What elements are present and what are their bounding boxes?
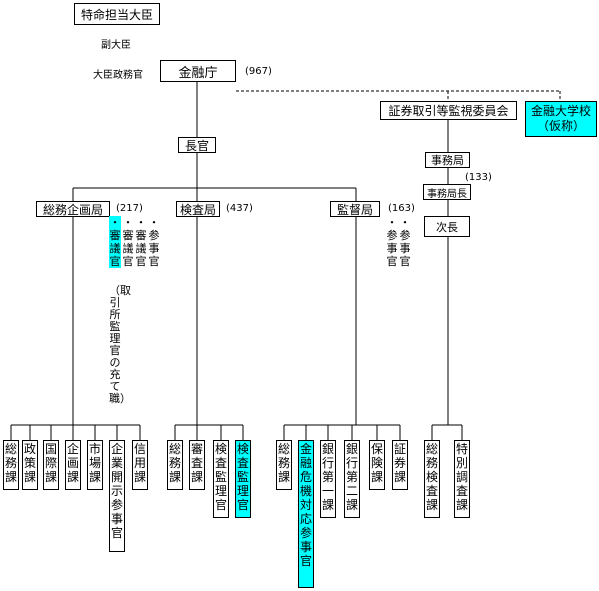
insurance-division: 保険課 — [369, 440, 385, 490]
vice-minister-box: 副大臣 — [88, 33, 144, 53]
secretariat-label: 事務局 — [431, 154, 464, 167]
deputy-secretary-label: 次長 — [436, 220, 458, 234]
supervisory-bureau-staff-count: (163) — [388, 203, 415, 214]
supervisory-councillor-1: ・参事官 — [386, 216, 398, 268]
inspection-bureau-staff-count: (437) — [226, 203, 253, 214]
planning-councillor-4: ・参事官 — [148, 216, 160, 268]
policy-division: 政策課 — [22, 440, 38, 490]
inspection-bureau-box: 検査局 — [176, 201, 220, 217]
inspection-general-affairs-division: 総務課 — [167, 440, 183, 490]
secretary-general-label: 事務局長 — [427, 188, 467, 200]
supervisory-bureau-box: 監督局 — [330, 201, 380, 217]
supervisory-general-affairs-division: 総務課 — [276, 440, 292, 490]
planning-councillor-1: ・審議官 — [109, 216, 121, 268]
planning-bureau-label: 総務企画局 — [42, 202, 103, 217]
corporate-disclosure-councillor: 企業開示参事官 — [109, 440, 125, 552]
inspection-supervisor-2: 検査監理官 — [235, 440, 251, 518]
financial-college-box: 金融大学校 （仮称） — [525, 101, 597, 137]
special-investigation-division: 特別調査課 — [454, 440, 470, 518]
examination-division: 審査課 — [189, 440, 205, 490]
parliamentary-secretary-box: 大臣政務官 — [88, 63, 148, 83]
planning-division: 企画課 — [65, 440, 81, 490]
international-division: 国際課 — [43, 440, 59, 490]
sesc-box: 証券取引等監視委員会 — [380, 101, 517, 120]
banking-first-division: 銀行第一課 — [320, 440, 336, 518]
sesc-general-inspection-division: 総務検査課 — [424, 440, 440, 518]
fsa-staff-count: (967) — [245, 66, 272, 77]
fsa-label: 金融庁 — [178, 65, 218, 81]
supervisory-councillor-2: ・参事官 — [399, 216, 411, 268]
vice-minister-label: 副大臣 — [101, 39, 131, 51]
secretariat-staff-count: (133) — [465, 172, 492, 183]
financial-crisis-councillor: 金融危機対応参事官 — [298, 440, 314, 588]
secretary-general-box: 事務局長 — [423, 184, 471, 200]
parliamentary-secretary-label: 大臣政務官 — [93, 69, 143, 81]
minister-box: 特命担当大臣 — [74, 3, 160, 25]
minister-label: 特命担当大臣 — [80, 7, 153, 22]
inspection-bureau-label: 検査局 — [179, 202, 216, 217]
financial-college-provisional: （仮称） — [536, 119, 585, 133]
markets-division: 市場課 — [87, 440, 103, 490]
planning-councillor-3: ・審議官 — [135, 216, 147, 268]
deputy-secretary-box: 次長 — [424, 216, 470, 237]
commissioner-label: 長官 — [184, 138, 209, 153]
securities-division: 証券課 — [392, 440, 408, 490]
planning-councillor-2: ・審議官 — [122, 216, 134, 268]
credit-division: 信用課 — [132, 440, 148, 490]
fsa-box: 金融庁 — [160, 60, 236, 82]
planning-bureau-staff-count: (217) — [116, 203, 143, 214]
inspection-supervisor-1: 検査監理官 — [213, 440, 229, 518]
secretariat-box: 事務局 — [425, 152, 470, 168]
planning-general-affairs-division: 総務課 — [3, 440, 19, 490]
supervisory-bureau-label: 監督局 — [336, 202, 373, 217]
commissioner-box: 長官 — [178, 137, 216, 153]
planning-bureau-box: 総務企画局 — [36, 201, 110, 217]
sesc-label: 証券取引等監視委員会 — [388, 104, 509, 118]
financial-college-label: 金融大学校 — [530, 104, 591, 118]
exchange-supervisor-note: （取引所監理官の充て職） — [109, 284, 131, 405]
banking-second-division: 銀行第二課 — [344, 440, 360, 518]
